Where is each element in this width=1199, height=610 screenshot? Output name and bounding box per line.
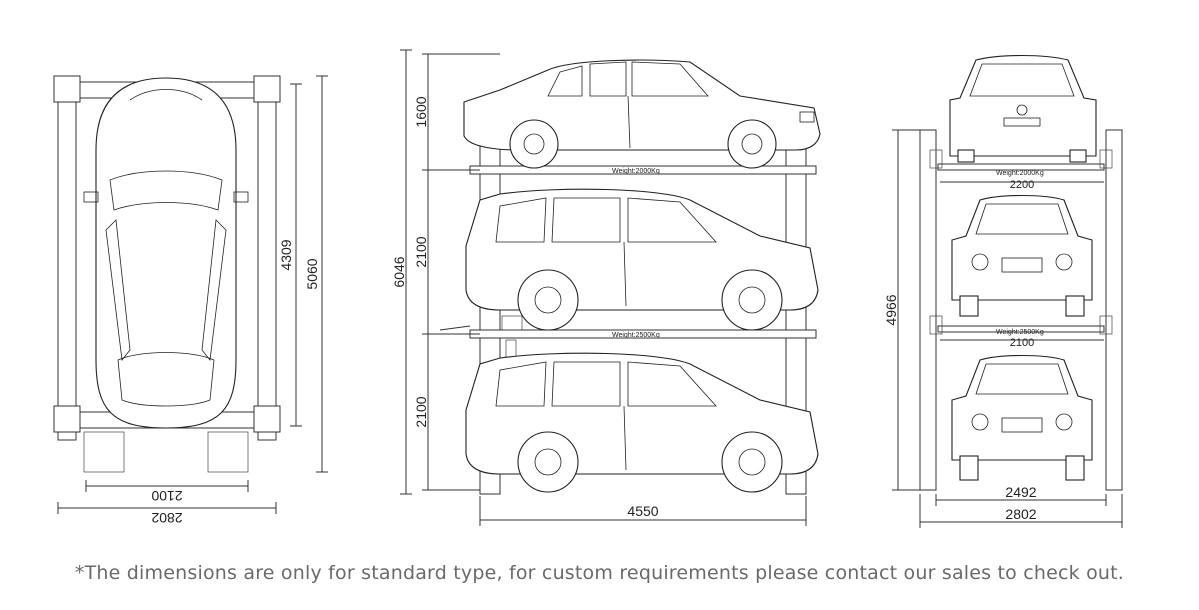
front-right-post: [1105, 129, 1123, 491]
side-top-level-label: 1600: [413, 96, 429, 127]
side-length-label: 4550: [627, 503, 658, 519]
side-weight-lower: Weight:2500Kg: [612, 332, 660, 339]
sedan-side-drawing: [463, 59, 821, 169]
front-mid-platform-label: 2100: [1010, 337, 1034, 349]
front-height-label: 4966: [883, 294, 899, 325]
front-weight-upper: Weight:2000Kg: [996, 170, 1044, 177]
suv-front-middle-drawing: [951, 194, 1093, 317]
top-view: 4309 5060 2100 2802: [53, 75, 328, 526]
front-view: Weight:2000Kg Weight:2500Kg: [883, 54, 1123, 528]
sedan-rear-drawing: [949, 54, 1097, 163]
top-width-inner-label: 2100: [151, 488, 182, 504]
suv-bottom-side-drawing: [465, 352, 819, 493]
top-length-inner-label: 4309: [278, 239, 294, 270]
front-top-platform-label: 2200: [1010, 179, 1034, 191]
top-width-outer-label: 2802: [151, 510, 182, 526]
parking-lift-drawing: 4309 5060 2100 2802 Weight:2000Kg Weight…: [53, 49, 1123, 528]
front-inner-width-label: 2492: [1005, 484, 1036, 500]
side-total-height-label: 6046: [391, 256, 407, 287]
front-left-post: [919, 129, 937, 491]
side-weight-upper: Weight:2000Kg: [612, 168, 660, 175]
front-weight-lower: Weight:2500Kg: [996, 329, 1044, 336]
side-bottom-level-label: 2100: [413, 396, 429, 427]
side-view: Weight:2000Kg Weight:2500Kg: [391, 49, 821, 526]
side-middle-level-label: 2100: [413, 236, 429, 267]
suv-middle-side-drawing: [465, 188, 819, 331]
footnote-text: *The dimensions are only for standard ty…: [74, 562, 1125, 584]
top-right-post: [257, 79, 277, 441]
front-outer-width-label: 2802: [1005, 506, 1036, 522]
top-left-post: [57, 79, 77, 441]
top-length-outer-label: 5060: [304, 258, 320, 289]
suv-front-bottom-drawing: [951, 354, 1093, 481]
